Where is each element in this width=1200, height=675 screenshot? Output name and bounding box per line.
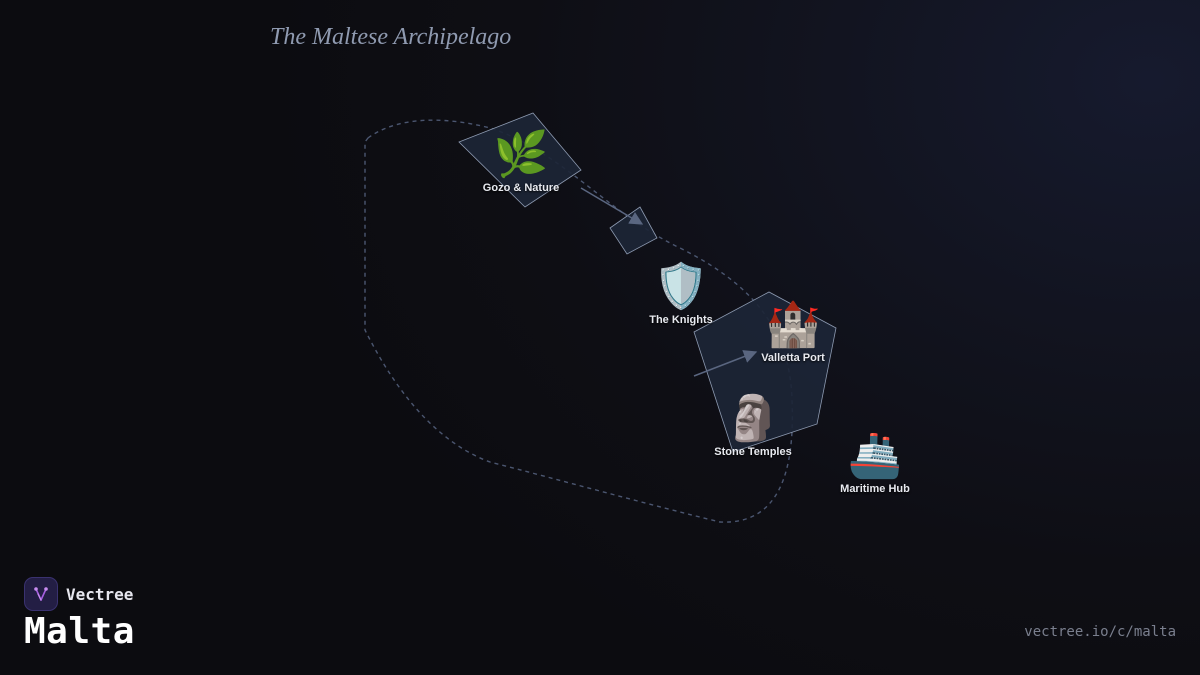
ship-icon: 🚢 [847, 430, 903, 481]
route-path [364, 119, 794, 523]
gozo-island[interactable] [458, 112, 582, 208]
country-title: Malta [24, 611, 135, 652]
node-maritime[interactable]: 🚢 Maritime Hub [805, 430, 945, 496]
vectree-logo-mark [34, 587, 48, 601]
brand[interactable]: Vectree [24, 577, 133, 611]
node-label: The Knights [649, 314, 713, 326]
page-url[interactable]: vectree.io/c/malta [1024, 624, 1176, 640]
shield-icon: 🛡️ [653, 261, 709, 312]
moai-icon: 🗿 [725, 393, 781, 444]
map-title: The Maltese Archipelago [270, 24, 512, 50]
node-label: Gozo & Nature [482, 182, 560, 194]
node-label: Valletta Port [761, 352, 825, 364]
herb-icon: 🌿 [493, 129, 549, 180]
vectree-logo-icon [24, 577, 58, 611]
comino-island[interactable] [609, 206, 658, 255]
castle-icon: 🏰 [765, 299, 821, 350]
node-valletta[interactable]: 🏰 Valletta Port [723, 299, 863, 365]
node-label: Maritime Hub [840, 483, 910, 495]
arrow-to-valletta [693, 350, 758, 377]
arrow-gozo-to-comino [580, 187, 644, 225]
node-knights[interactable]: 🛡️ The Knights [611, 261, 751, 327]
node-temples[interactable]: 🗿 Stone Temples [683, 393, 823, 459]
malta-island[interactable] [693, 291, 837, 453]
node-label: Stone Temples [714, 446, 792, 458]
brand-name: Vectree [66, 584, 134, 604]
node-gozo[interactable]: 🌿 Gozo & Nature [451, 129, 591, 195]
